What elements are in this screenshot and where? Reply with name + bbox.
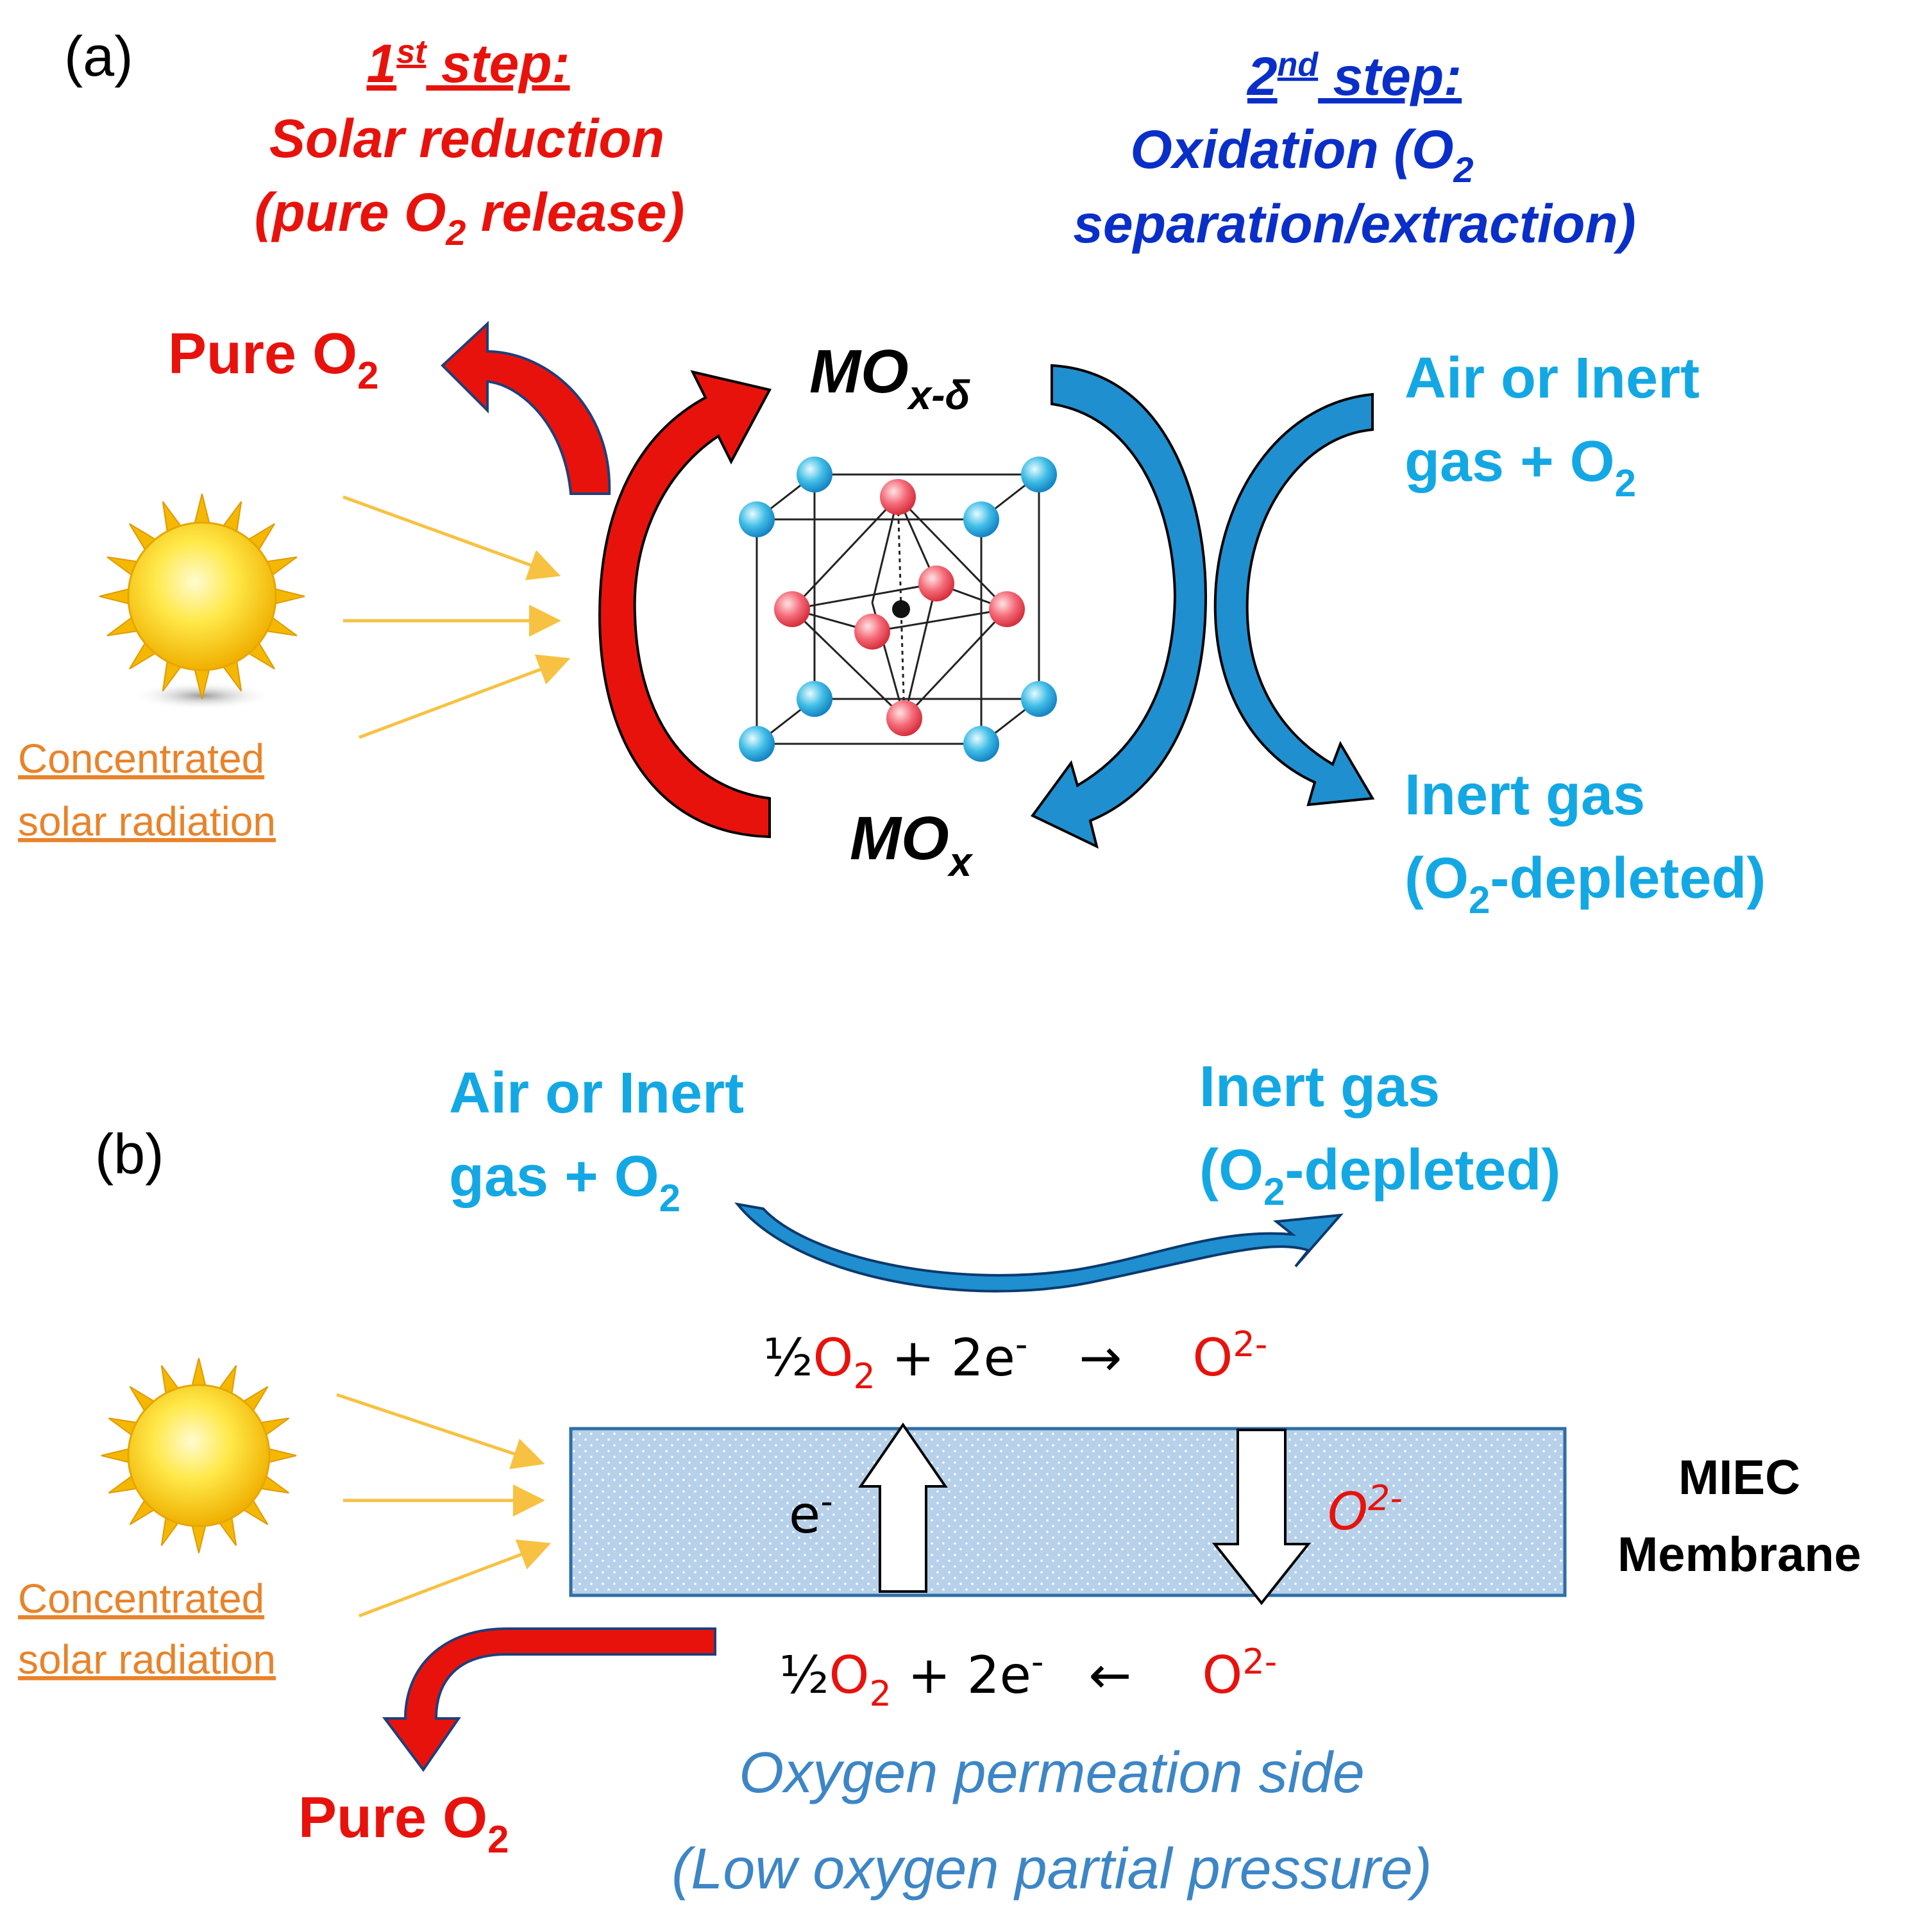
sun-ray: [190, 1522, 207, 1554]
membrane-ion-label: O2-: [1328, 1478, 1403, 1541]
pure-o2-b: Pure O2: [298, 1786, 509, 1861]
electron-up-arrow: [858, 1422, 948, 1593]
air-input-b-line1: Air or Inert: [449, 1061, 744, 1125]
inert-output-a: Inert gas (O2-depleted): [1405, 763, 1766, 921]
top-reaction: ½O2 + 2e-→O2-: [763, 1324, 1267, 1397]
step1-line2: (pure O2 release): [255, 182, 685, 253]
membrane-label-line2: Membrane: [1617, 1527, 1861, 1582]
red-curved-arrow-pure-o2: [441, 321, 611, 495]
step1-title: 1st step:: [367, 33, 570, 94]
step2-title: 2nd step:: [1246, 46, 1462, 106]
inert-output-a-line2: (O2-depleted): [1405, 846, 1766, 921]
air-input-a: Air or Inert gas + O2: [1405, 346, 1700, 505]
bottom-reaction: ½O2 + 2e-←O2-: [779, 1642, 1277, 1714]
permeation-label-line1: Oxygen permeation side: [739, 1741, 1365, 1805]
solar-label-a: Concentrated solar radiation: [18, 735, 276, 844]
sun-ray: [101, 1447, 132, 1464]
air-input-a-line2: gas + O2: [1405, 430, 1636, 505]
sun-ray: [190, 1357, 207, 1389]
inert-output-b-line2: (O2-depleted): [1199, 1138, 1560, 1213]
red-curved-arrow-b: [382, 1627, 716, 1772]
solar-label-b: Concentrated solar radiation: [18, 1575, 276, 1683]
air-input-b-line2: gas + O2: [449, 1145, 680, 1220]
step2-heading: 2nd step: Oxidation (O2 separation/extra…: [1073, 46, 1636, 254]
permeation-label: Oxygen permeation side (Low oxygen parti…: [671, 1741, 1432, 1901]
sun-ray: [266, 1447, 297, 1464]
blue-cycle-arrow-right: [1213, 392, 1375, 807]
step2-line2: separation/extraction): [1073, 194, 1636, 254]
membrane-label-line1: MIEC: [1678, 1450, 1800, 1505]
solar-label-a-line1: Concentrated: [18, 735, 264, 782]
electron-label: e-: [789, 1481, 833, 1545]
solar-label-a-line2: solar radiation: [18, 798, 276, 844]
oxygen-ion-down-arrow: [1211, 1429, 1312, 1606]
sun-ray: [99, 587, 131, 605]
miec-membrane: [569, 1427, 1567, 1597]
sun-icon-a: [99, 493, 305, 710]
solar-label-b-line2: solar radiation: [18, 1636, 276, 1683]
air-input-b: Air or Inert gas + O2: [449, 1061, 744, 1220]
inert-output-b-line1: Inert gas: [1199, 1055, 1440, 1119]
step1-line1: Solar reduction: [269, 108, 664, 169]
mox-delta-label: MOx-δ: [809, 337, 971, 418]
red-cycle-arrow: [598, 370, 772, 839]
blue-swoosh-arrow-b: [734, 1202, 1344, 1293]
pure-o2-a: Pure O2: [168, 322, 378, 397]
sun-ray: [273, 587, 305, 605]
membrane-label: MIEC Membrane: [1617, 1450, 1861, 1582]
solar-label-b-line1: Concentrated: [18, 1575, 264, 1622]
inert-output-a-line1: Inert gas: [1405, 763, 1645, 827]
inert-output-b: Inert gas (O2-depleted): [1199, 1055, 1560, 1213]
solar-rays-a: [342, 495, 571, 739]
sun-icon-b: [101, 1357, 297, 1554]
blue-cycle-arrow-left: [1030, 364, 1208, 849]
permeation-label-line2: (Low oxygen partial pressure): [671, 1837, 1432, 1901]
air-input-a-line1: Air or Inert: [1405, 346, 1700, 410]
sun-ray: [193, 493, 211, 526]
step1-heading: 1st step: Solar reduction (pure O2 relea…: [255, 33, 685, 253]
panel-b-label: (b): [95, 1122, 164, 1186]
solar-rays-b: [336, 1393, 552, 1618]
panel-a-label: (a): [64, 24, 133, 88]
perovskite-crystal-icon: [739, 457, 1057, 762]
step2-line1: Oxidation (O2: [1130, 119, 1473, 190]
mox-label: MOx: [850, 804, 974, 885]
